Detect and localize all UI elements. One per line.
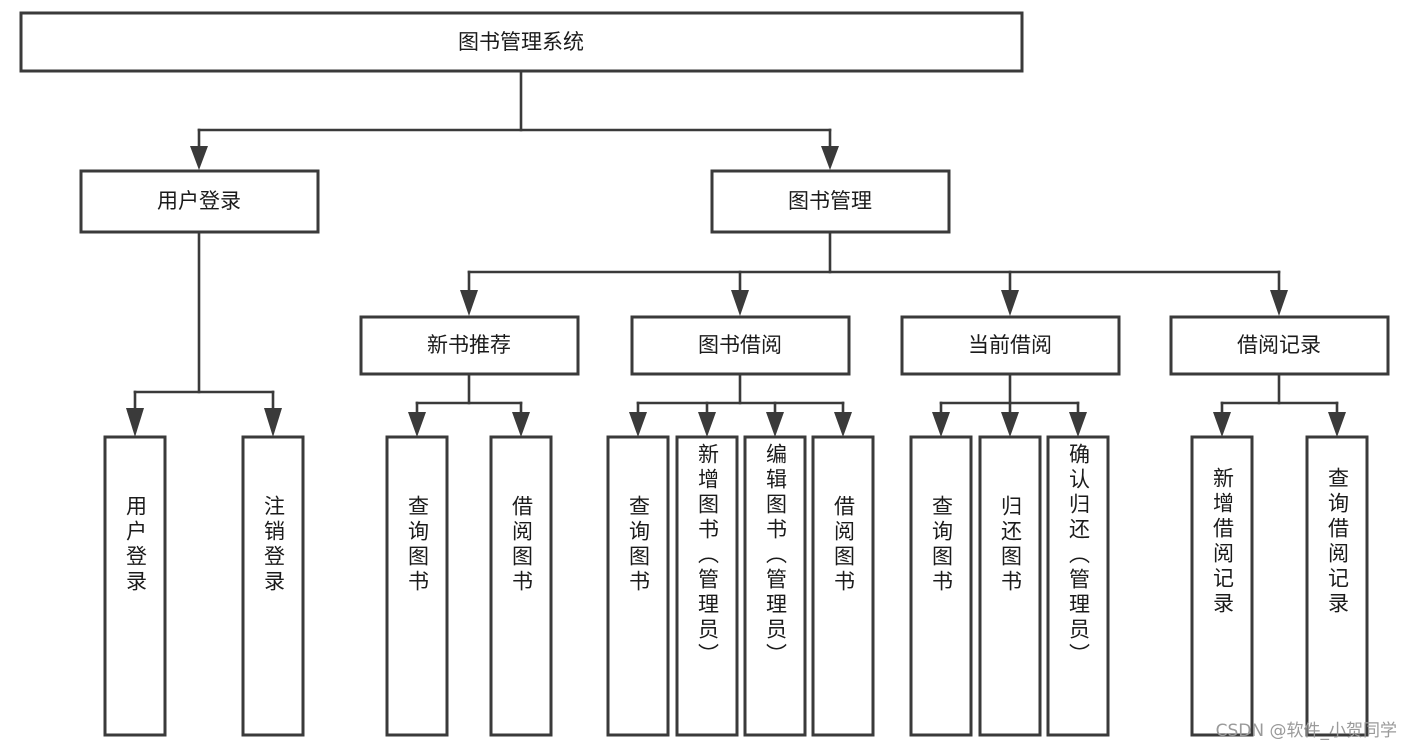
- node-book-borrow-label: 图书借阅: [698, 333, 782, 357]
- arrow-current-to-leaf2: [1069, 412, 1087, 437]
- node-book-management[interactable]: 图书管理: [710, 169, 951, 234]
- arrow-bookmgmt-to-newbooks: [460, 290, 478, 316]
- arrow-borrow-to-leaf0: [629, 412, 647, 437]
- node-new-book-recommend-label: 新书推荐: [427, 333, 511, 357]
- node-book-management-label: 图书管理: [788, 189, 872, 213]
- node-root-label: 图书管理系统: [458, 30, 584, 54]
- leaf-user-login-0-box[interactable]: [103, 435, 167, 737]
- connector-layer: [126, 70, 1346, 437]
- arrow-newbooks-to-leaf1: [512, 412, 530, 437]
- leaf-current-1-box[interactable]: [978, 435, 1042, 737]
- node-root[interactable]: 图书管理系统: [19, 11, 1024, 73]
- arrow-bookmgmt-to-records: [1270, 290, 1288, 316]
- leaf-current-2-box[interactable]: [1046, 435, 1110, 737]
- node-book-borrow[interactable]: 图书借阅: [630, 315, 851, 376]
- arrow-current-to-leaf0: [932, 412, 950, 437]
- node-borrow-records[interactable]: 借阅记录: [1169, 315, 1390, 376]
- node-current-borrow-label: 当前借阅: [968, 333, 1052, 357]
- leaf-records-0-box[interactable]: [1190, 435, 1254, 737]
- arrow-bookmgmt-to-borrow: [731, 290, 749, 316]
- node-user-login-label: 用户登录: [157, 189, 241, 213]
- node-borrow-records-label: 借阅记录: [1237, 333, 1321, 357]
- arrow-userlogin-to-leaf0: [126, 408, 144, 437]
- arrow-userlogin-to-leaf1: [264, 408, 282, 437]
- node-book-management-box[interactable]: [710, 169, 951, 234]
- node-root-box[interactable]: [19, 11, 1024, 73]
- arrow-records-to-leaf1: [1328, 412, 1346, 437]
- node-user-login[interactable]: 用户登录: [79, 169, 320, 234]
- arrow-bookmgmt-to-current: [1001, 290, 1019, 316]
- arrow-borrow-to-leaf2: [766, 412, 784, 437]
- arrow-root-to-book-mgmt: [821, 146, 839, 170]
- arrow-borrow-to-leaf1: [698, 412, 716, 437]
- node-user-login-box[interactable]: [79, 169, 320, 234]
- leaf-new-books-1-box[interactable]: [489, 435, 553, 737]
- node-current-borrow-box[interactable]: [900, 315, 1121, 376]
- node-new-book-recommend[interactable]: 新书推荐: [359, 315, 580, 376]
- arrow-current-to-leaf1: [1001, 412, 1019, 437]
- leaf-new-books-0-box[interactable]: [385, 435, 449, 737]
- node-borrow-records-box[interactable]: [1169, 315, 1390, 376]
- leaf-borrow-0-box[interactable]: [606, 435, 670, 737]
- arrow-root-to-user-login: [190, 146, 208, 170]
- leaf-records-1-box[interactable]: [1305, 435, 1369, 737]
- arrow-borrow-to-leaf3: [834, 412, 852, 437]
- leaf-current-0-box[interactable]: [909, 435, 973, 737]
- leaf-borrow-2-box[interactable]: [743, 435, 807, 737]
- leaf-borrow-1-box[interactable]: [675, 435, 739, 737]
- arrow-records-to-leaf0: [1213, 412, 1231, 437]
- node-new-book-recommend-box[interactable]: [359, 315, 580, 376]
- leaf-user-login-1-box[interactable]: [241, 435, 305, 737]
- node-book-borrow-box[interactable]: [630, 315, 851, 376]
- node-current-borrow[interactable]: 当前借阅: [900, 315, 1121, 376]
- arrow-newbooks-to-leaf0: [408, 412, 426, 437]
- leaf-borrow-3-box[interactable]: [811, 435, 875, 737]
